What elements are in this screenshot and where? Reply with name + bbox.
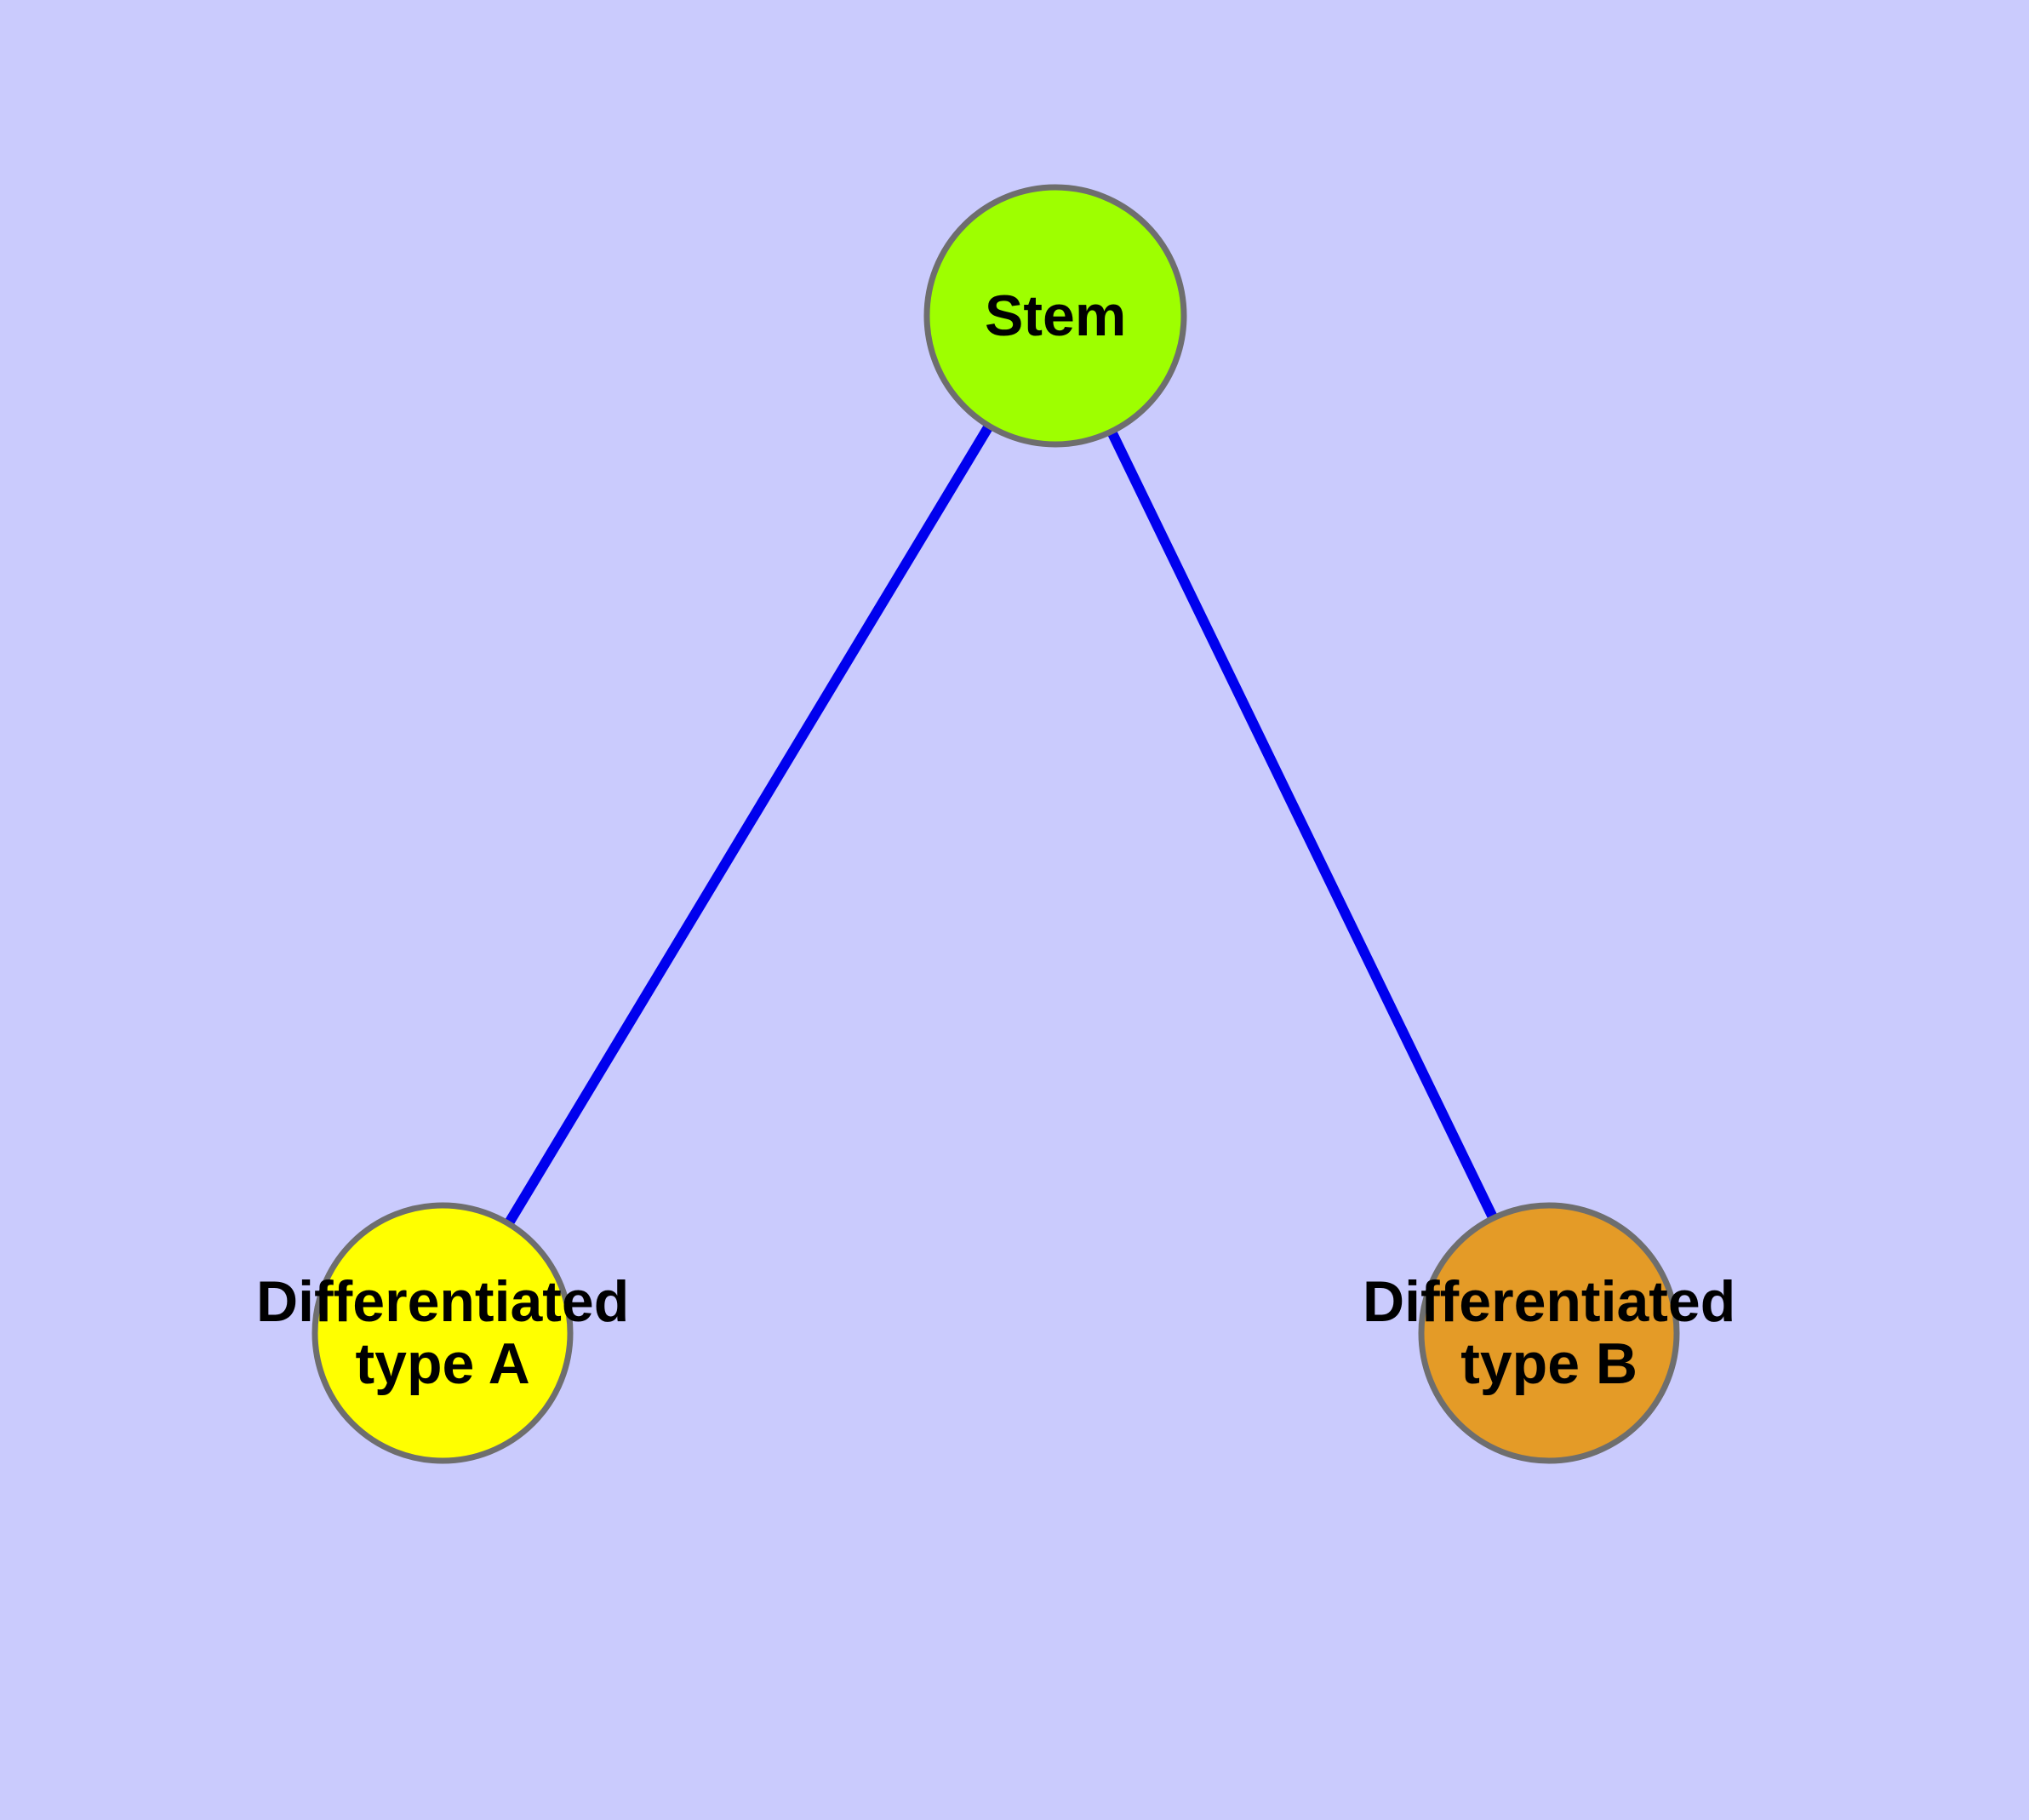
graph-node-diff_a[interactable] — [311, 1202, 574, 1464]
graph-edge — [1050, 313, 1554, 1336]
graph-node-diff_b[interactable] — [1418, 1202, 1680, 1464]
node-layer — [311, 184, 1680, 1464]
graph-node-stem[interactable] — [923, 184, 1187, 448]
graph-edge — [437, 312, 1060, 1336]
edge-layer — [437, 312, 1554, 1336]
